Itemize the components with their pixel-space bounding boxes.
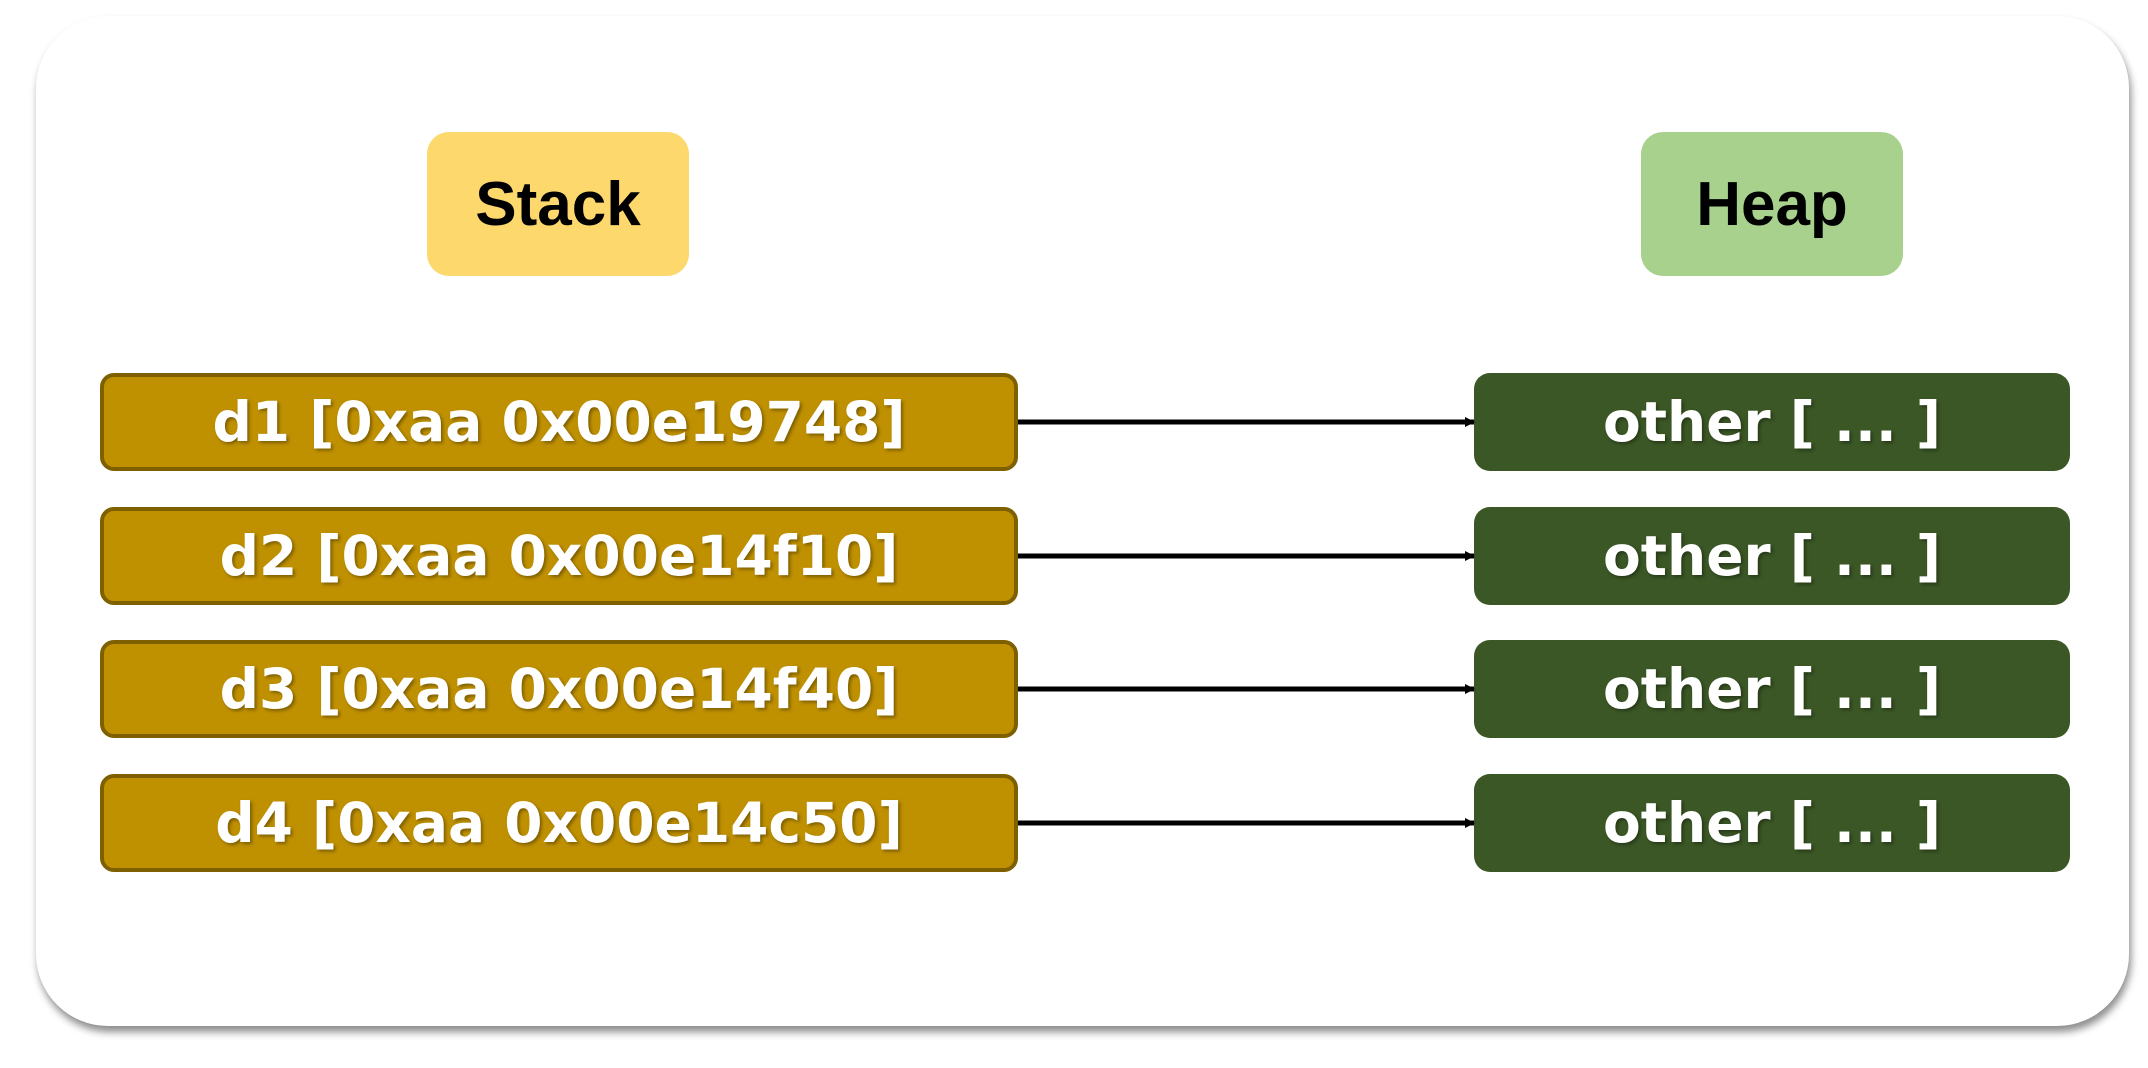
stack-item-d1: d1 [0xaa 0x00e19748] [100, 373, 1018, 471]
heap-item-1: other [ ... ] [1474, 373, 2070, 471]
heap-item-4: other [ ... ] [1474, 774, 2070, 872]
heap-item-2: other [ ... ] [1474, 507, 2070, 605]
heap-item-3: other [ ... ] [1474, 640, 2070, 738]
stack-header: Stack [427, 132, 689, 276]
stack-item-d4: d4 [0xaa 0x00e14c50] [100, 774, 1018, 872]
stack-item-d2: d2 [0xaa 0x00e14f10] [100, 507, 1018, 605]
stack-item-d3: d3 [0xaa 0x00e14f40] [100, 640, 1018, 738]
heap-header: Heap [1641, 132, 1903, 276]
